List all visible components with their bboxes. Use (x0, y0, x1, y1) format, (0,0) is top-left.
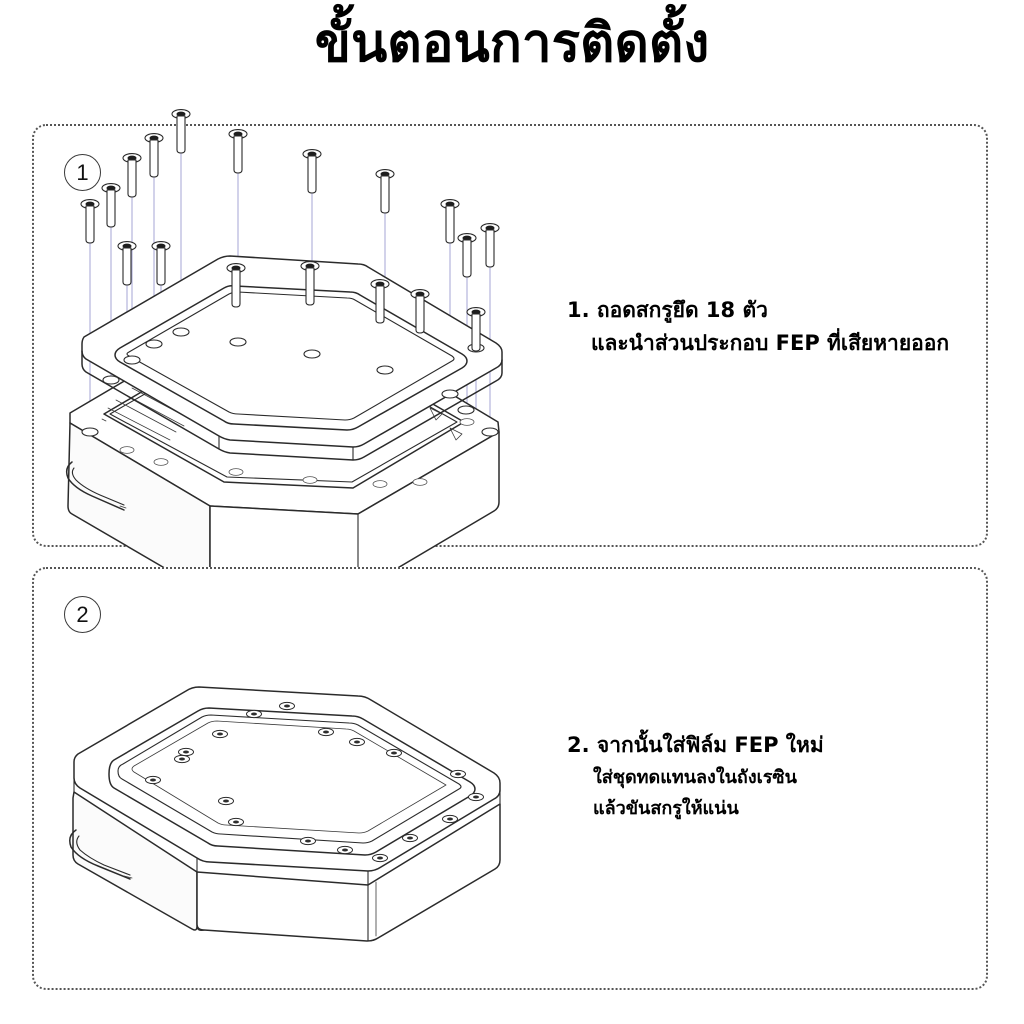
screw (144, 133, 164, 178)
seated-screw (450, 769, 466, 779)
screw (101, 183, 121, 228)
step-panel-1: 1 (32, 109, 988, 593)
step-2-caption-line-1: 2. จากนั้นใส่ฟิล์ม FEP ใหม่ (567, 733, 824, 757)
seated-screw (279, 701, 295, 711)
screw (80, 199, 100, 244)
step-1-caption-line-2: และนำส่วนประกอบ FEP ที่เสียหายออก (591, 330, 950, 355)
seated-screw (468, 792, 484, 802)
exploded-resin-vat-fep-assembly-illustration (58, 109, 528, 593)
seated-screw (318, 727, 334, 737)
step-panel-2: 2 (32, 567, 988, 990)
seated-screw (442, 814, 458, 824)
vat-side-handle (65, 461, 127, 511)
seated-screw (145, 775, 161, 785)
assembled-vat (69, 686, 501, 942)
step-1-caption: 1. ถอดสกรูยึด 18 ตัว และนำส่วนประกอบ FEP… (567, 294, 977, 359)
screw (466, 307, 486, 352)
seated-screw (386, 748, 402, 758)
fep-frame-plate-part (81, 255, 503, 461)
seated-screw (349, 737, 365, 747)
step-2-caption-line-2: ใส่ชุดทดแทนลงในถังเรซิน (593, 766, 797, 788)
screw (300, 261, 320, 306)
step-number-badge-1: 1 (64, 154, 101, 191)
screw (226, 263, 246, 308)
screw (302, 149, 322, 194)
screw (440, 199, 460, 244)
screws-group (80, 109, 500, 352)
page-title: ขั้นตอนการติดตั้ง (314, 13, 710, 74)
vat-rim-screw-holes (119, 418, 475, 488)
screw (171, 109, 191, 154)
step-2-caption-line-3: แล้วขันสกรูให้แน่น (593, 798, 739, 820)
seated-screw (178, 747, 194, 757)
seated-screw (174, 754, 190, 764)
screw (480, 223, 500, 268)
screw (410, 289, 430, 334)
seated-screw (372, 853, 388, 863)
seated-screw (218, 796, 234, 806)
step-1-caption-line-1: 1. ถอดสกรูยึด 18 ตัว (567, 298, 768, 322)
seated-screw (402, 833, 418, 843)
seated-screw (228, 817, 244, 827)
step-number-badge-2: 2 (64, 596, 101, 633)
screw (457, 233, 477, 278)
seated-screws-group (145, 701, 484, 863)
screw (117, 241, 137, 286)
screw (370, 279, 390, 324)
seated-screw (337, 845, 353, 855)
seated-screw (246, 709, 262, 719)
step-2-caption: 2. จากนั้นใส่ฟิล์ม FEP ใหม่ ใส่ชุดทดแทนล… (567, 729, 977, 825)
screw (375, 169, 395, 214)
seated-screw (212, 729, 228, 739)
screw (151, 241, 171, 286)
vat-side-handle (69, 829, 133, 880)
screw (228, 129, 248, 174)
screw (122, 153, 142, 198)
seated-screw (300, 836, 316, 846)
assembled-resin-vat-with-fep-illustration (58, 614, 548, 944)
